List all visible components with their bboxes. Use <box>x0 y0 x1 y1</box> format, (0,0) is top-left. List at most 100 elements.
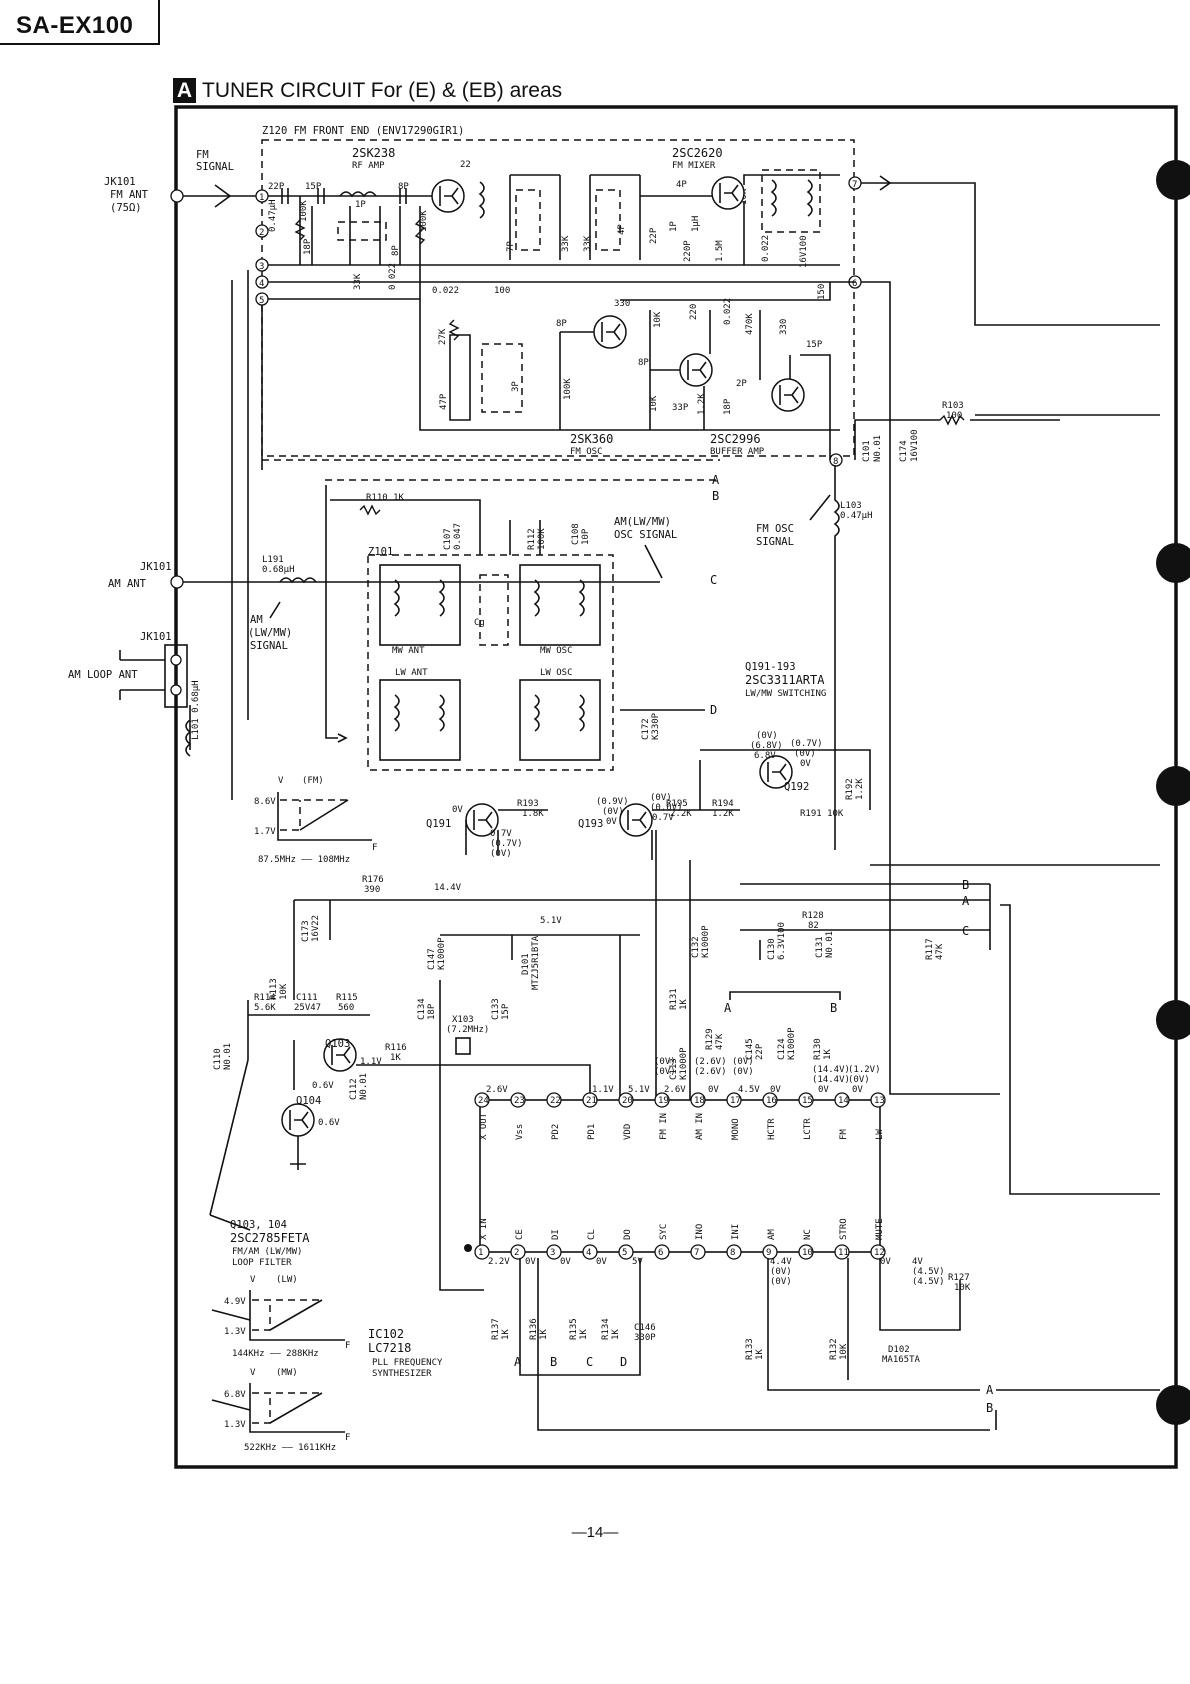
ic-pin-name: CE <box>515 1229 525 1240</box>
osc-name: FM OSC <box>570 447 603 457</box>
am-ant-label: AM ANT <box>108 578 147 590</box>
svg-text:N0.01: N0.01 <box>873 435 883 462</box>
ic-pin-20 <box>618 1092 634 1108</box>
svg-text:N0.01: N0.01 <box>825 931 835 958</box>
svg-text:0.6V: 0.6V <box>318 1118 340 1128</box>
svg-text:V: V <box>278 776 284 786</box>
mw-ant-label: MW ANT <box>392 646 425 656</box>
ic-part: LC7218 <box>368 1341 411 1355</box>
svg-text:R115: R115 <box>336 993 358 1003</box>
svg-text:1: 1 <box>259 193 264 203</box>
svg-text:2.6V: 2.6V <box>664 1085 686 1095</box>
ic-pin-15 <box>798 1092 814 1108</box>
svg-text:(0V): (0V) <box>770 1267 792 1277</box>
svg-text:15P: 15P <box>305 182 322 192</box>
svg-text:220P: 220P <box>683 240 693 262</box>
svg-text:100K: 100K <box>299 200 309 222</box>
svg-text:220: 220 <box>689 304 699 320</box>
filter-type: 2SC2785FETA <box>230 1231 310 1245</box>
svg-text:C172: C172 <box>641 718 651 740</box>
ic-pin-number: 10 <box>802 1248 813 1258</box>
ic-pin-number: 3 <box>550 1248 555 1258</box>
svg-text:A: A <box>514 1355 522 1369</box>
ic102-package <box>479 1099 881 1253</box>
svg-text:5V: 5V <box>632 1257 643 1267</box>
svg-text:R133: R133 <box>745 1338 755 1360</box>
mw-osc-label: MW OSC <box>540 646 573 656</box>
ic-function-1: PLL FREQUENCY <box>372 1358 443 1368</box>
ic-pin-name: CL <box>587 1229 597 1240</box>
svg-text:1.1V: 1.1V <box>360 1057 382 1067</box>
svg-text:MTZJ5R1BTA: MTZJ5R1BTA <box>531 935 541 990</box>
svg-text:150: 150 <box>817 284 827 300</box>
graph-lw: V (LW) 4.9V 1.3V F 144KHz —— 288KHz <box>224 1275 350 1359</box>
svg-text:6.8V: 6.8V <box>754 751 776 761</box>
svg-text:33P: 33P <box>672 403 689 413</box>
ic-pin-8 <box>726 1244 742 1260</box>
binding-hole <box>1156 543 1190 583</box>
svg-text:4P: 4P <box>676 180 687 190</box>
ic-pin-12 <box>870 1244 886 1260</box>
svg-text:1.5M: 1.5M <box>715 240 725 262</box>
svg-text:Q192: Q192 <box>784 781 809 793</box>
svg-text:(FM): (FM) <box>302 776 324 786</box>
svg-text:V: V <box>250 1368 256 1378</box>
mixer-name: FM MIXER <box>672 161 716 171</box>
c-047uh: 0.47µH <box>268 199 278 232</box>
svg-text:2.6V: 2.6V <box>486 1085 508 1095</box>
svg-text:(0V): (0V) <box>848 1075 870 1085</box>
svg-text:F: F <box>345 1341 350 1351</box>
svg-text:(0.9V): (0.9V) <box>596 797 629 807</box>
svg-text:3: 3 <box>259 262 264 272</box>
ic-pin-22 <box>546 1092 562 1108</box>
svg-text:V: V <box>250 1275 256 1285</box>
ic-pin-number: 13 <box>874 1096 885 1106</box>
svg-text:(0.7V): (0.7V) <box>790 739 823 749</box>
ic-pin-7 <box>690 1244 706 1260</box>
ic-pin-number: 9 <box>766 1248 771 1258</box>
svg-text:4: 4 <box>259 279 264 289</box>
ic-pin-number: 18 <box>694 1096 705 1106</box>
svg-text:0.022: 0.022 <box>432 286 459 296</box>
ic-pin-name: AM <box>767 1229 777 1240</box>
ic-pin-name: FM IN <box>659 1113 669 1140</box>
ic-pin-21 <box>582 1092 598 1108</box>
ic-pin-17 <box>726 1092 742 1108</box>
svg-text:10K: 10K <box>649 395 659 412</box>
fm-antenna-terminal <box>170 189 184 203</box>
binding-hole <box>1156 1385 1190 1425</box>
svg-text:(1.2V): (1.2V) <box>848 1065 881 1075</box>
svg-text:22P: 22P <box>755 1043 765 1060</box>
svg-text:(LW): (LW) <box>276 1275 298 1285</box>
ic-pin-name: NC <box>803 1229 813 1240</box>
svg-text:47P: 47P <box>439 393 449 410</box>
svg-text:Q191: Q191 <box>426 818 451 830</box>
svg-text:16V22: 16V22 <box>311 915 321 942</box>
ic-pin-name: MONO <box>731 1118 741 1140</box>
svg-text:C111: C111 <box>296 993 318 1003</box>
loop-jack-label: JK101 <box>140 631 172 643</box>
svg-text:1.3V: 1.3V <box>224 1327 246 1337</box>
graph-fm: V (FM) 8.6V 1.7V F 87.5MHz —— 108MHz <box>254 776 377 865</box>
svg-text:2.2V: 2.2V <box>488 1257 510 1267</box>
svg-text:(6.8V): (6.8V) <box>750 741 783 751</box>
svg-text:0V: 0V <box>560 1257 571 1267</box>
svg-text:C: C <box>586 1355 593 1369</box>
svg-text:(0V): (0V) <box>650 793 672 803</box>
svg-text:R117: R117 <box>925 938 935 960</box>
svg-text:0V: 0V <box>880 1257 891 1267</box>
svg-text:15P: 15P <box>501 1003 511 1020</box>
lw-ant-label: LW ANT <box>395 668 428 678</box>
svg-text:0V: 0V <box>800 759 811 769</box>
svg-text:1P: 1P <box>669 221 679 232</box>
fm-osc-signal-2: SIGNAL <box>756 536 794 548</box>
svg-text:Q104: Q104 <box>296 1095 321 1107</box>
svg-text:MA165TA: MA165TA <box>882 1355 921 1365</box>
section-heading: A TUNER CIRCUIT For (E) & (EB) areas <box>173 78 562 103</box>
ic-pin-name: INI <box>731 1224 741 1240</box>
ic-pin-16 <box>762 1092 778 1108</box>
svg-text:(0V): (0V) <box>770 1277 792 1287</box>
osc-part: 2SK360 <box>570 432 613 446</box>
ic-pin-name: FM <box>839 1129 849 1140</box>
